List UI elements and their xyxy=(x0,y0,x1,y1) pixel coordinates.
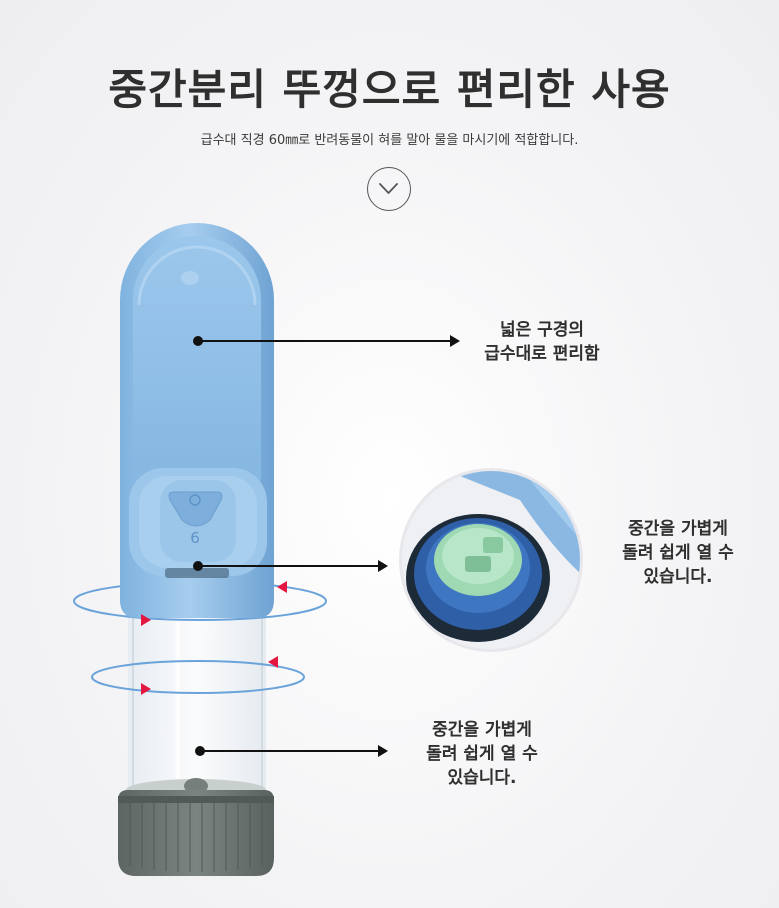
rotation-arrow-icon xyxy=(141,683,151,695)
rotation-arrow-icon xyxy=(141,614,151,626)
bottle-bottom-cap xyxy=(118,778,274,876)
callout-text: 넓은 구경의 xyxy=(499,320,585,340)
rotation-ring-bottom xyxy=(91,660,305,694)
callout-text: 돌려 쉽게 열 수 xyxy=(622,543,734,563)
bottle-tube xyxy=(128,612,266,802)
rotation-arrow-icon xyxy=(268,656,278,668)
callout-wide-opening: 넓은 구경의 급수대로 편리함 xyxy=(462,318,622,366)
callout-text: 있습니다. xyxy=(447,768,517,788)
callout-text: 돌려 쉽게 열 수 xyxy=(426,744,538,764)
callout-text: 있습니다. xyxy=(643,567,713,587)
scroll-down-button[interactable] xyxy=(367,167,411,211)
page-subtitle: 급수대 직경 60㎜로 반려동물이 혀를 말아 물을 마시기에 적합합니다. xyxy=(200,133,579,148)
rotation-arrow-icon xyxy=(277,581,287,593)
bottle-lid: 6 xyxy=(120,223,274,618)
callout-text: 급수대로 편리함 xyxy=(484,344,600,364)
callout-text: 중간을 가볍게 xyxy=(628,519,728,539)
callout-line-wide-opening xyxy=(193,335,460,347)
callout-twist-body: 중간을 가볍게 돌려 쉽게 열 수 있습니다. xyxy=(402,718,562,790)
callout-twist-lid: 중간을 가볍게 돌려 쉽게 열 수 있습니다. xyxy=(598,517,758,589)
page-title: 중간분리 뚜껑으로 편리한 사용 xyxy=(108,65,671,114)
callout-line-twist-lid xyxy=(193,560,388,572)
rotation-arrows xyxy=(141,581,287,695)
lid-closeup-image xyxy=(399,468,583,652)
chevron-down-icon xyxy=(379,183,398,194)
callout-text: 중간을 가볍게 xyxy=(432,720,532,740)
svg-text:6: 6 xyxy=(190,529,200,547)
callout-line-twist-body xyxy=(195,745,388,757)
